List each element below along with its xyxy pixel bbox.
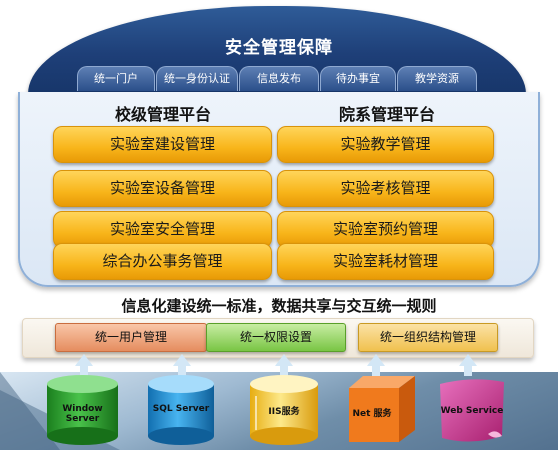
lab-consumables-button[interactable]: 实验室耗材管理 xyxy=(277,243,494,280)
sql-server-cylinder[interactable]: SQL Server xyxy=(146,374,216,446)
unified-permission-button[interactable]: 统一权限设置 xyxy=(206,323,346,352)
security-header-title: 安全管理保障 xyxy=(225,38,333,58)
lab-safety-button[interactable]: 实验室安全管理 xyxy=(53,211,272,248)
arrow-stem xyxy=(464,366,472,376)
cube-icon xyxy=(349,376,415,442)
tab-unified-auth[interactable]: 统一身份认证 xyxy=(156,66,238,91)
arrow-stem xyxy=(80,366,88,376)
arrow-stem xyxy=(372,366,380,376)
database-cylinder-icon xyxy=(250,375,318,445)
arrow-stem xyxy=(280,366,288,376)
tab-unified-portal[interactable]: 统一门户 xyxy=(77,66,155,91)
database-cylinder-icon xyxy=(47,375,118,445)
iis-service-cylinder[interactable]: IIS服务 xyxy=(248,374,320,446)
standards-title: 信息化建设统一标准，数据共享与交互统一规则 xyxy=(121,297,437,315)
web-service-page[interactable]: Web Service xyxy=(436,376,508,446)
arrow-up-icon xyxy=(173,354,191,366)
department-platform-title: 院系管理平台 xyxy=(338,105,435,124)
tab-teaching-resources[interactable]: 教学资源 xyxy=(397,66,477,91)
arrow-up-icon xyxy=(275,354,293,366)
unified-user-management-button[interactable]: 统一用户管理 xyxy=(55,323,207,352)
tab-info-publish[interactable]: 信息发布 xyxy=(239,66,319,91)
net-service-box[interactable]: Net 服务 xyxy=(343,372,421,446)
window-server-label: Window Server xyxy=(62,404,103,424)
iis-service-label: IIS服务 xyxy=(268,407,300,417)
net-service-label: Net 服务 xyxy=(352,409,392,419)
database-cylinder-icon xyxy=(148,375,214,445)
lab-construction-button[interactable]: 实验室建设管理 xyxy=(53,126,272,163)
office-affairs-button[interactable]: 综合办公事务管理 xyxy=(53,243,272,280)
school-platform-title: 校级管理平台 xyxy=(114,105,211,124)
sql-server-label: SQL Server xyxy=(152,404,210,414)
arrow-stem xyxy=(178,366,186,376)
tab-todo[interactable]: 待办事宜 xyxy=(320,66,396,91)
web-service-label: Web Service xyxy=(440,406,504,416)
arrow-up-icon xyxy=(459,354,477,366)
window-server-cylinder[interactable]: Window Server xyxy=(45,374,120,446)
unified-org-structure-button[interactable]: 统一组织结构管理 xyxy=(358,323,498,352)
page-icon xyxy=(440,379,504,442)
arrow-up-icon xyxy=(367,354,385,366)
experiment-teaching-button[interactable]: 实验教学管理 xyxy=(277,126,494,163)
arrow-up-icon xyxy=(75,354,93,366)
lab-equipment-button[interactable]: 实验室设备管理 xyxy=(53,170,272,207)
lab-reservation-button[interactable]: 实验室预约管理 xyxy=(277,211,494,248)
experiment-assessment-button[interactable]: 实验考核管理 xyxy=(277,170,494,207)
